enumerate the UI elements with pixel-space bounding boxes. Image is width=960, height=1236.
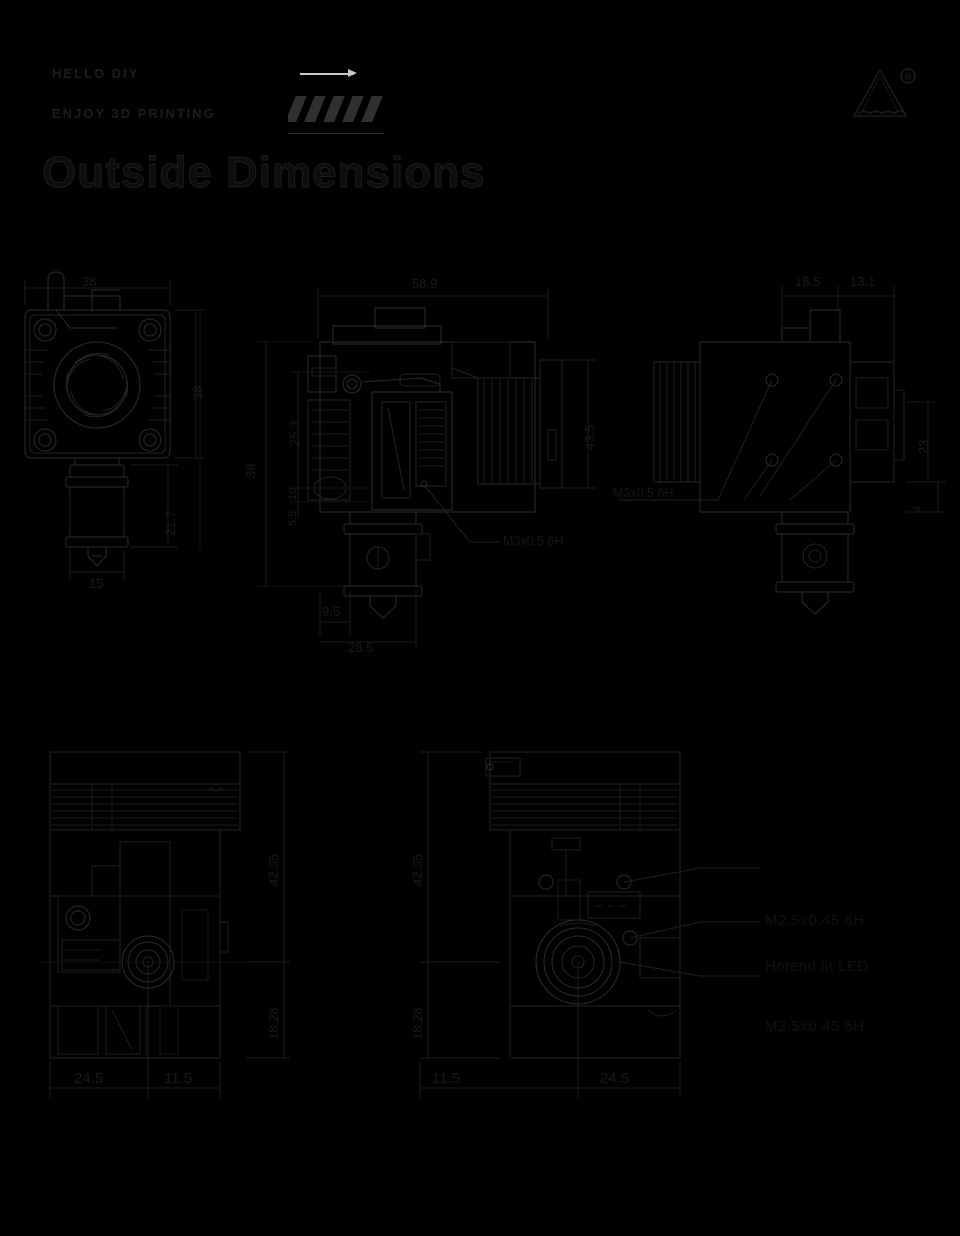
arrow-right-icon (300, 66, 362, 80)
dim-side-offset-bottom: 9.5 (322, 604, 341, 619)
svg-text:R: R (905, 72, 912, 82)
dim-fan-height: 38 (190, 385, 205, 400)
stripe-underline (288, 133, 384, 134)
dim-side-height-right: 43.5 (582, 424, 597, 450)
dim-rl-width-left: 24.5 (74, 1070, 104, 1087)
callout-m3-left: M3x0.5 6H (503, 534, 564, 548)
dim-right-width-b: 13.1 (850, 274, 876, 289)
dim-right-width-a: 18.5 (795, 274, 821, 289)
diagonal-stripes-icon (288, 96, 384, 122)
dim-side-small-b: 5.5 (287, 510, 299, 526)
dim-rr-width-right: 24.5 (600, 1070, 630, 1087)
dim-rr-height-total: 42.35 (410, 853, 425, 886)
header-tagline-2: ENJOY 3D PRINTING (52, 106, 216, 121)
rear-right-view-geometry (485, 751, 760, 1059)
dim-rr-height-lower: 18.28 (410, 1007, 425, 1040)
dim-rl-height-lower: 18.28 (266, 1007, 281, 1040)
dim-side-length: 58.9 (412, 276, 438, 291)
dim-rl-height-total: 42.35 (266, 853, 281, 886)
dim-right-height-small: 4 (912, 505, 924, 512)
rear-left-view-geometry (49, 751, 241, 1059)
front-fan-view-geometry (24, 271, 171, 567)
callout-m25-top: M2.5x0.45 6H (765, 912, 865, 929)
callout-m25-bottom: M2.5x0.45 6H (765, 1018, 865, 1035)
right-side-view-geometry (618, 309, 905, 615)
callout-hotend-led: Hotend lit LED (765, 958, 869, 975)
dim-nozzle-height: 21.7 (163, 510, 178, 536)
technical-drawing-sheet: 38 38 21.7 15 58.9 38 25.3 10 5.5 43.5 9… (0, 250, 960, 1150)
callout-m3-right: M3x0.5 6H (613, 486, 674, 500)
dim-side-height-inner: 25.3 (287, 420, 302, 446)
header-tagline-1: HELLO DIY (52, 66, 140, 81)
dim-side-height-outer: 38 (243, 463, 258, 478)
left-side-view-geometry (307, 307, 563, 619)
dim-rl-width-right: 11.5 (164, 1070, 193, 1087)
dim-right-height-main: 23 (916, 439, 931, 454)
dim-side-small-a: 10 (287, 487, 299, 500)
dim-fan-width: 38 (82, 274, 97, 289)
dim-side-width-bottom: 28.5 (348, 640, 374, 655)
dim-nozzle-width: 15 (89, 576, 104, 591)
page-title: Outside Dimensions (42, 148, 486, 198)
brand-mountain-logo: R (838, 64, 924, 126)
dim-rr-width-left: 11.5 (432, 1070, 461, 1087)
